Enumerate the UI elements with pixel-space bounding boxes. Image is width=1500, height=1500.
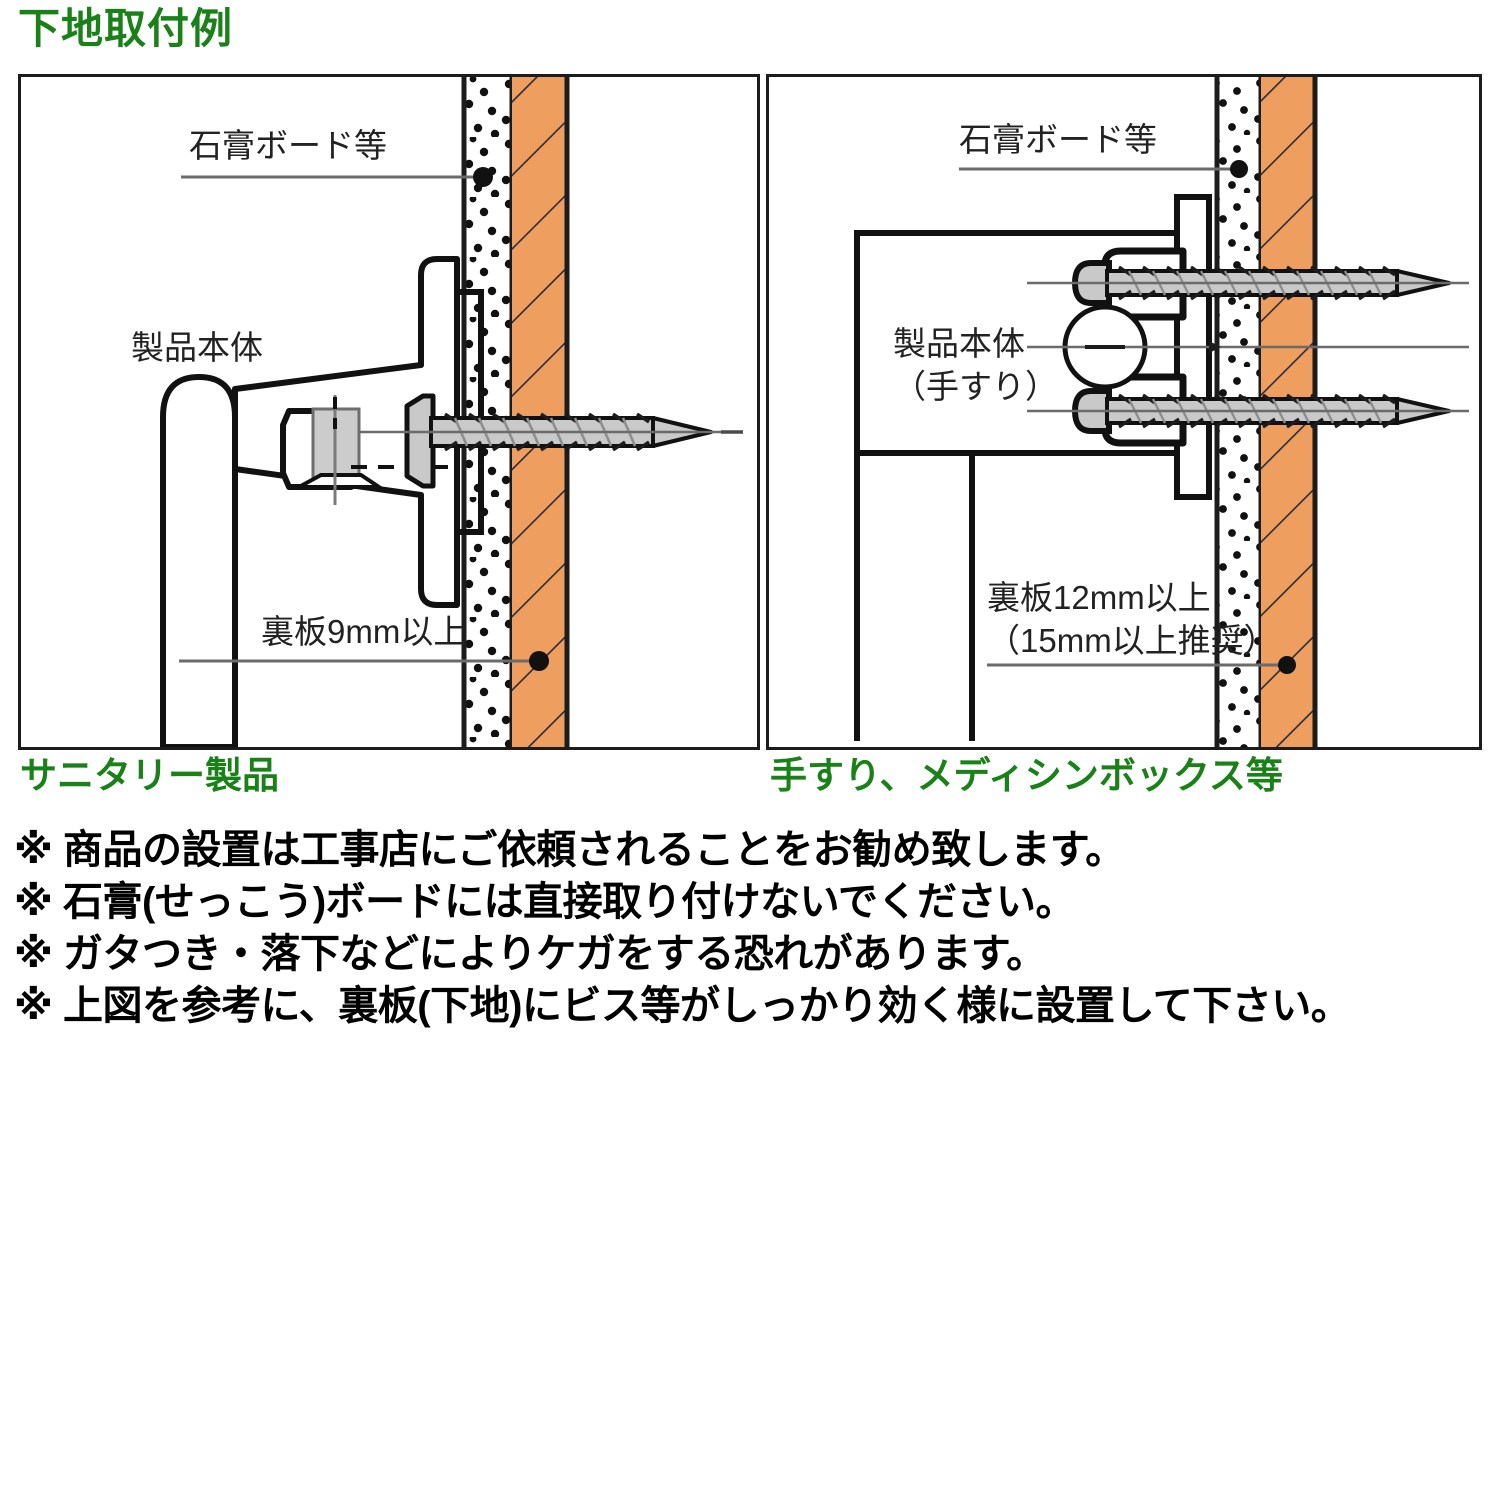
panel-handrail-medicine-box: 石膏ボード等 製品本体 （手すり） 裏板12mm以上 （15mm以上推奨） bbox=[766, 74, 1482, 750]
note-item: ※ 商品の設置は工事店にご依頼されることをお勧め致します。 bbox=[14, 828, 1125, 872]
mounting-plate-outline bbox=[454, 289, 484, 535]
label-backing-board: 裏板9mm以上 bbox=[261, 613, 467, 650]
label-backing-board-line1: 裏板12mm以上 bbox=[987, 579, 1211, 616]
mounting-screw bbox=[359, 393, 757, 489]
panel-captions: サニタリー製品 手すり、メディシンボックス等 bbox=[0, 755, 1500, 812]
label-backing-board-leader bbox=[179, 651, 549, 671]
label-gypsum-board-leader bbox=[181, 167, 493, 187]
diagram-panels: 石膏ボード等 製品本体 裏板9mm以上 bbox=[0, 74, 1500, 750]
note-item: ※ ガタつき・落下などによりケガをする恐れがあります。 bbox=[14, 932, 1046, 976]
caption-handrail-medicine-box: 手すり、メディシンボックス等 bbox=[770, 755, 1283, 796]
label-gypsum-board: 石膏ボード等 bbox=[189, 127, 387, 164]
centre-line bbox=[1027, 341, 1469, 353]
handrail-diagram-svg bbox=[854, 77, 1469, 747]
label-gypsum-board-leader bbox=[959, 160, 1248, 178]
caption-sanitary-product: サニタリー製品 bbox=[20, 755, 279, 796]
panel-sanitary-product: 石膏ボード等 製品本体 裏板9mm以上 bbox=[18, 74, 760, 750]
label-backing-board-line2: （15mm以上推奨） bbox=[987, 622, 1277, 659]
label-product-body: 製品本体 bbox=[131, 329, 263, 366]
note-item: ※ 上図を参考に、裏板(下地)にビス等がしっかり効く様に設置して下さい。 bbox=[14, 984, 1351, 1028]
sanitary-diagram-svg bbox=[160, 77, 757, 747]
label-product-body-line1: 製品本体 bbox=[893, 325, 1025, 362]
label-gypsum-board: 石膏ボード等 bbox=[959, 121, 1157, 158]
note-item: ※ 石膏(せっこう)ボードには直接取り付けないでください。 bbox=[14, 880, 1075, 924]
label-backing-board-leader bbox=[987, 656, 1296, 674]
hidden-detail-lines bbox=[333, 397, 457, 469]
page-title: 下地取付例 bbox=[18, 5, 234, 52]
backing-board-layer bbox=[512, 77, 570, 747]
mounting-screw-lower bbox=[1027, 393, 1469, 429]
label-product-body-line2: （手すり） bbox=[893, 368, 1058, 405]
notes-list: ※ 商品の設置は工事店にご依頼されることをお勧め致します。 ※ 石膏(せっこう)… bbox=[14, 824, 1494, 1032]
mounting-screw-upper bbox=[1027, 265, 1469, 301]
